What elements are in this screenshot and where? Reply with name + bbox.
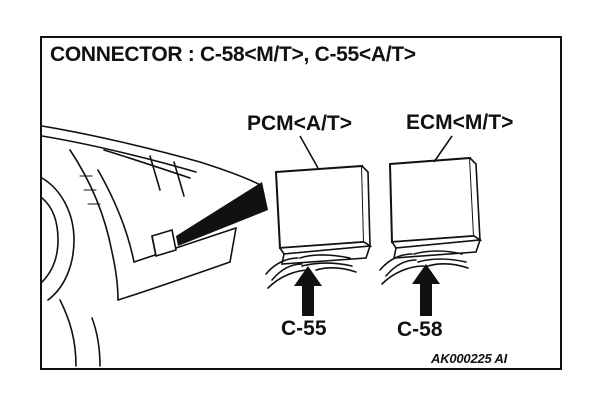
location-callout-wedge xyxy=(176,182,268,246)
diagram-title: CONNECTOR : C-58<M/T>, C-55<A/T> xyxy=(50,43,416,66)
dashboard-illustration xyxy=(42,125,263,367)
pcm-module xyxy=(274,164,373,265)
c58-pointer-arrow xyxy=(412,264,440,316)
pcm-label: PCM<A/T> xyxy=(247,112,353,135)
c58-connector-label: C-58 xyxy=(397,318,443,341)
dashboard-module-location xyxy=(151,228,177,258)
c55-pointer-arrow xyxy=(294,266,322,316)
c55-connector-label: C-55 xyxy=(281,317,327,340)
figure-code: AK000225 AI xyxy=(431,351,508,366)
c58-connector-harness xyxy=(379,250,469,285)
ecm-label: ECM<M/T> xyxy=(406,111,514,134)
ecm-leader-line xyxy=(433,135,453,163)
ecm-module xyxy=(388,156,483,259)
pcm-leader-line xyxy=(299,135,319,169)
